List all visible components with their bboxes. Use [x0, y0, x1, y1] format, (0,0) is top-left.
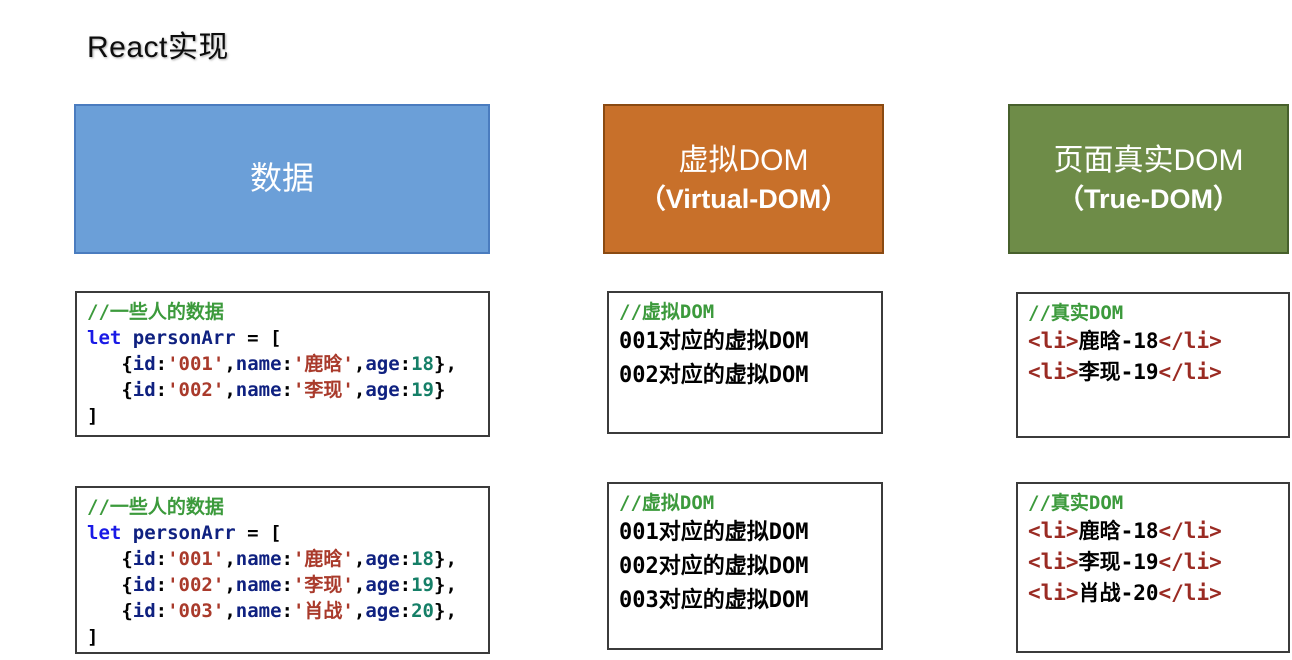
code-box-vdom-updated: //虚拟DOM 001对应的虚拟DOM 002对应的虚拟DOM 003对应的虚拟DOM: [607, 482, 883, 650]
header-box-data: 数据: [74, 104, 490, 254]
code-line: 002对应的虚拟DOM: [619, 554, 809, 579]
code-line: <li>肖战-20</li>: [1028, 581, 1222, 605]
header-box-true-dom: 页面真实DOM （True-DOM）: [1008, 104, 1289, 254]
code-line: //虚拟DOM: [619, 492, 715, 514]
header-virtual-dom-label: 虚拟DOM: [678, 143, 809, 177]
code-line: 001对应的虚拟DOM: [619, 520, 809, 545]
code-line: //真实DOM: [1028, 302, 1124, 324]
code-line: {id:'003',name:'肖战',age:20},: [87, 600, 457, 622]
code-line: {id:'001',name:'鹿晗',age:18},: [87, 548, 457, 570]
code-line: {id:'002',name:'李现',age:19}: [87, 379, 446, 401]
code-box-data-initial: //一些人的数据 let personArr = [ {id:'001',name…: [75, 291, 490, 437]
code-line: //一些人的数据: [87, 301, 224, 323]
code-line: 003对应的虚拟DOM: [619, 588, 809, 613]
code-box-truedom-initial: //真实DOM <li>鹿晗-18</li> <li>李现-19</li>: [1016, 292, 1290, 438]
header-true-dom-sublabel: （True-DOM）: [1056, 184, 1240, 215]
header-box-virtual-dom: 虚拟DOM （Virtual-DOM）: [603, 104, 884, 254]
code-line: let personArr = [: [87, 522, 282, 544]
code-line: <li>李现-19</li>: [1028, 550, 1222, 574]
code-line: //虚拟DOM: [619, 301, 715, 323]
code-line: 001对应的虚拟DOM: [619, 329, 809, 354]
code-line: ]: [87, 405, 99, 427]
header-data-label: 数据: [249, 160, 314, 197]
code-line: <li>李现-19</li>: [1028, 360, 1222, 384]
code-line: {id:'001',name:'鹿晗',age:18},: [87, 353, 457, 375]
code-line: //一些人的数据: [87, 496, 224, 518]
header-true-dom-label: 页面真实DOM: [1053, 143, 1244, 177]
page-title: React实现: [87, 31, 229, 64]
code-line: let personArr = [: [87, 327, 282, 349]
header-virtual-dom-sublabel: （Virtual-DOM）: [638, 184, 849, 215]
code-line: {id:'002',name:'李现',age:19},: [87, 574, 457, 596]
code-line: 002对应的虚拟DOM: [619, 363, 809, 388]
code-line: //真实DOM: [1028, 492, 1124, 514]
code-line: <li>鹿晗-18</li>: [1028, 329, 1222, 353]
code-box-vdom-initial: //虚拟DOM 001对应的虚拟DOM 002对应的虚拟DOM: [607, 291, 883, 434]
code-box-truedom-updated: //真实DOM <li>鹿晗-18</li> <li>李现-19</li> <li>肖…: [1016, 482, 1290, 653]
code-line: ]: [87, 626, 99, 648]
code-line: <li>鹿晗-18</li>: [1028, 519, 1222, 543]
code-box-data-updated: //一些人的数据 let personArr = [ {id:'001',name…: [75, 486, 490, 654]
